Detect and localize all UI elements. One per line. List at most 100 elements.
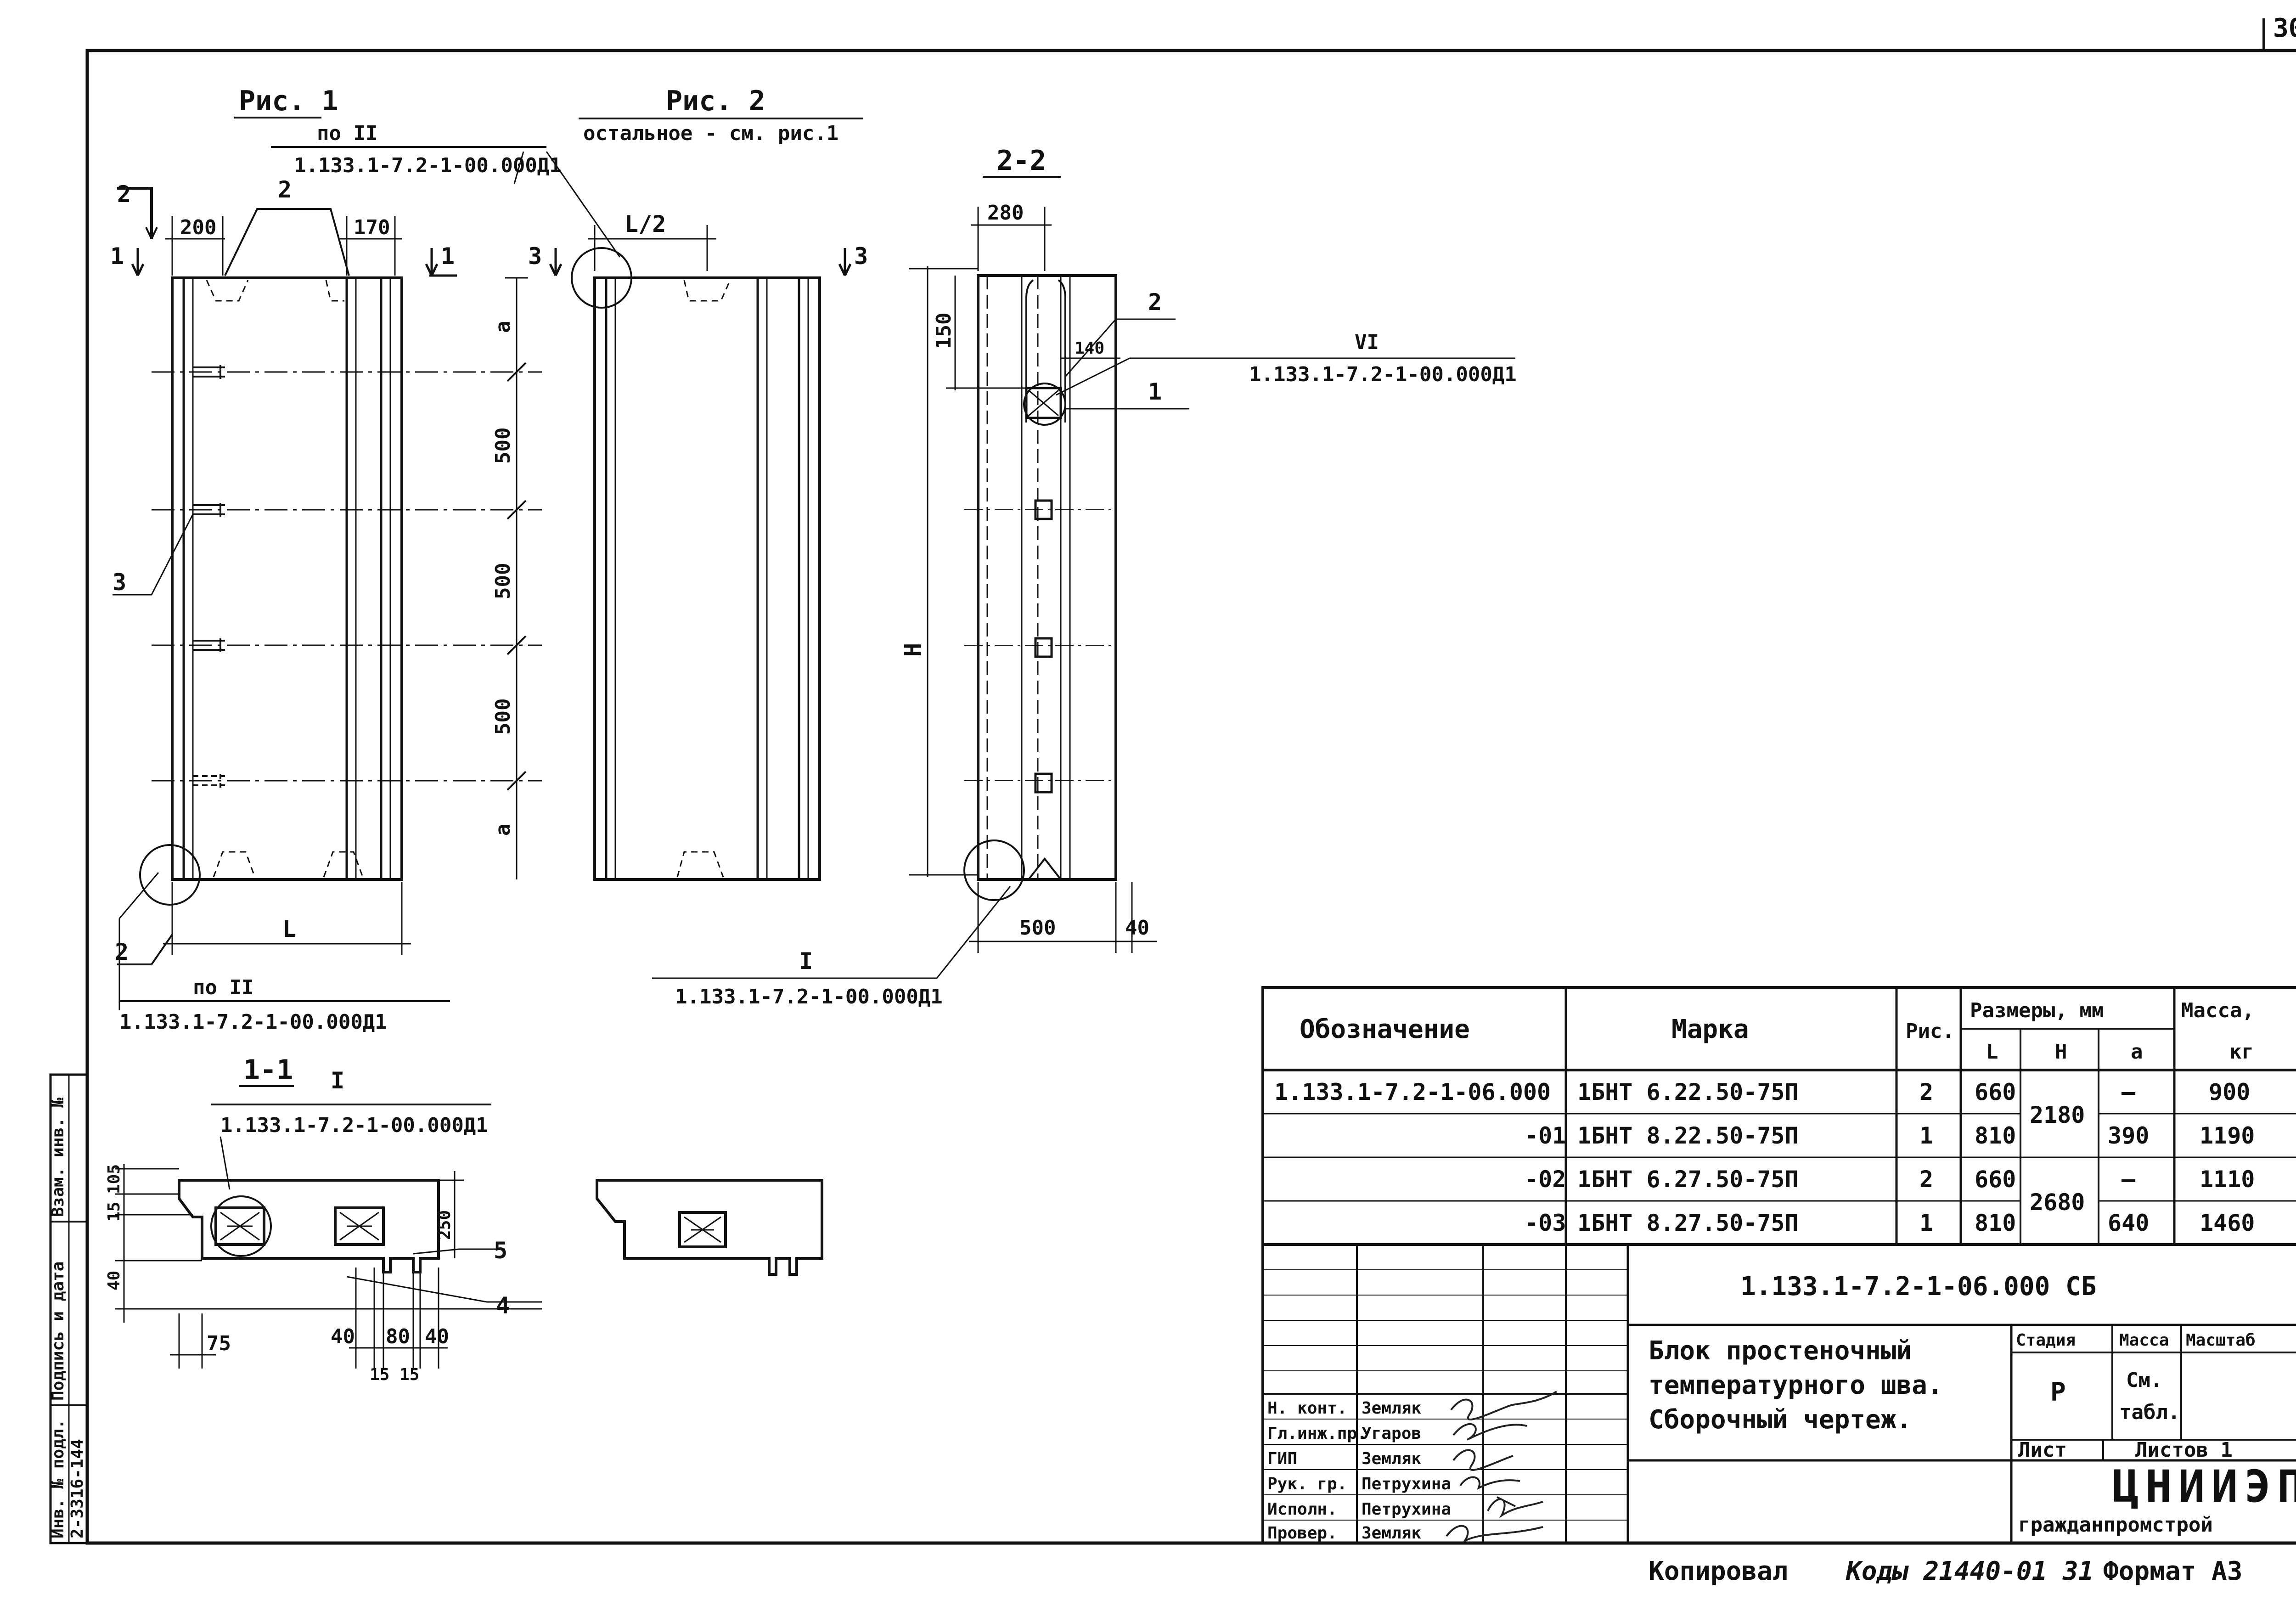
fig1-dim-200: 200: [180, 216, 216, 239]
spec-H-group-1: 2180: [2030, 1102, 2085, 1128]
spec-row: -02 1БНТ 6.27.50-75П 2 660 — 1110: [1525, 1166, 2255, 1193]
fig1-front-view: Рис. 1 по II 1.133.1-7.2-1-00.000Д1: [110, 85, 562, 1034]
spec-cell-oboz: -01: [1525, 1122, 1566, 1149]
spec-cell-marka: 1БНТ 6.27.50-75П: [1577, 1166, 1799, 1193]
staff-row: Провер. Земляк: [1267, 1524, 1421, 1543]
tb-stadia: Р: [2050, 1377, 2066, 1407]
spec-cell-marka: 1БНТ 6.22.50-75П: [1577, 1079, 1799, 1105]
sect11-dim-15: 15: [105, 1202, 124, 1222]
spec-h-ris: Рис.: [1906, 1020, 1954, 1043]
staff-row: Исполн. Петрухина: [1267, 1500, 1451, 1519]
podpis-label: Подпись и дата: [49, 1262, 68, 1401]
title-block: Н. конт. Земляк Гл.инж.пр. Угаров ГИП Зе…: [1261, 1243, 2296, 1544]
fig1-ref-bottom-a: по II: [193, 976, 253, 999]
staff-role: Исполн.: [1267, 1500, 1337, 1519]
tb-massa-1: См.: [2126, 1369, 2162, 1392]
staff-name: Земляк: [1362, 1449, 1421, 1468]
sect11-dim-105: 105: [105, 1164, 124, 1194]
tb-h-massa: Масса: [2119, 1331, 2169, 1350]
spec-row: 1.133.1-7.2-1-06.000 1БНТ 6.22.50-75П 2 …: [1274, 1079, 2250, 1105]
vzam-label: Взам. инв. №: [49, 1098, 68, 1217]
tb-org-1: ЦНИИЭП: [2112, 1461, 2296, 1512]
fig1-dim-L: L: [282, 916, 296, 942]
spec-h-H: H: [2055, 1040, 2067, 1064]
fig1-dim-170: 170: [354, 216, 390, 239]
staff-name: Петрухина: [1362, 1475, 1451, 1493]
sect22-dim-150: 150: [932, 313, 956, 349]
sect22-ref-vi-a: VI: [1355, 331, 1379, 354]
sect22-ref-i-b: 1.133.1-7.2-1-00.000Д1: [675, 985, 943, 1008]
sect22-callout-1: 1: [1148, 378, 1162, 405]
sheet-frame: 30: [85, 13, 2296, 1545]
sect11-dim-80: 80: [386, 1325, 410, 1348]
sect22-title: 2-2: [996, 145, 1046, 177]
sect11-dim-75: 75: [207, 1332, 231, 1355]
footer-format: Формат А3: [2103, 1556, 2242, 1586]
staff-row: ГИП Земляк: [1267, 1449, 1421, 1468]
sect11-callout-4: 4: [496, 1292, 510, 1319]
spec-table: Обозначение Марка Рис. Размеры, мм L H a…: [1261, 986, 2296, 1246]
inv-podl-value: 2-3316-144: [68, 1439, 87, 1538]
footer-code: Коды 21440-01 31: [1846, 1556, 2093, 1586]
footer-copied: Копировал: [1649, 1556, 1788, 1586]
fig2-front-view: Рис. 2 остальное - см. рис.1 L/2 3 3: [528, 85, 868, 881]
fig1-dim-500-1: 500: [491, 428, 515, 464]
fig1-section-2-bottom: 2: [115, 939, 129, 965]
tb-h-stadia: Стадия: [2016, 1331, 2076, 1350]
doc-name-line1: Блок простеночный: [1649, 1336, 1912, 1366]
sheet-number: 30: [2273, 13, 2296, 43]
tb-massa-2: табл.: [2119, 1401, 2180, 1424]
spec-h-kg: кг: [2229, 1040, 2254, 1064]
staff-role: Рук. гр.: [1267, 1475, 1347, 1493]
section-1-1: 1-1 I 1.133.1-7.2-1-00.000Д1 4 5 105 15 …: [105, 1054, 542, 1384]
spec-cell-mass: 900: [2209, 1079, 2250, 1105]
fig2-subtitle: остальное - см. рис.1: [583, 122, 838, 145]
spec-row: -01 1БНТ 8.22.50-75П 1 810 390 1190: [1525, 1122, 2255, 1149]
fig1-dim-500-2: 500: [491, 563, 515, 599]
sect11-dim-40a: 40: [331, 1325, 355, 1348]
staff-role: Н. конт.: [1267, 1399, 1347, 1418]
staff-role: Гл.инж.пр.: [1267, 1424, 1367, 1443]
sect22-callout-2: 2: [1148, 289, 1162, 315]
sect11-dim-250: 250: [435, 1210, 454, 1240]
sect22-dim-40: 40: [1125, 916, 1149, 940]
spec-cell-oboz: -02: [1525, 1166, 1566, 1193]
fig1-section-1-left: 1: [110, 243, 124, 270]
spec-cell-L: 660: [1975, 1166, 2016, 1193]
spec-cell-L: 660: [1975, 1079, 2016, 1105]
spec-cell-ris: 1: [1919, 1122, 1933, 1149]
sect11-ref-a: I: [331, 1067, 344, 1094]
staff-name: Угаров: [1362, 1424, 1421, 1443]
spec-cell-mass: 1110: [2200, 1166, 2255, 1193]
sect22-dim-H: H: [900, 643, 926, 657]
tb-h-masshtab: Масштаб: [2186, 1331, 2256, 1350]
sect11-title: 1-1: [243, 1054, 293, 1086]
sect11-ref-b: 1.133.1-7.2-1-00.000Д1: [220, 1114, 488, 1137]
spec-cell-marka: 1БНТ 8.22.50-75П: [1577, 1122, 1799, 1149]
signatures: [1446, 1391, 1558, 1544]
spec-h-marka: Марка: [1671, 1014, 1749, 1044]
spec-h-oboz: Обозначение: [1300, 1014, 1470, 1044]
spec-cell-a: 640: [2108, 1210, 2149, 1236]
staff-name: Земляк: [1362, 1399, 1421, 1418]
sect22-dim-500: 500: [1019, 916, 1056, 940]
sect11-dim-15a: 15: [370, 1365, 389, 1384]
spec-h-L: L: [1986, 1040, 1998, 1064]
section-2-2: 2-2 280 H 150 140: [652, 145, 1517, 1008]
fig1-callout-3: 3: [113, 569, 126, 596]
staff-name: Земляк: [1362, 1524, 1421, 1543]
spec-cell-mass: 1460: [2200, 1210, 2255, 1236]
fig2-section-3-left: 3: [528, 243, 542, 270]
footer: Копировал Коды 21440-01 31 Формат А3: [1649, 1556, 2242, 1586]
fig1-dim-a-bottom: a: [491, 824, 515, 836]
spec-cell-oboz: 1.133.1-7.2-1-06.000: [1274, 1079, 1551, 1105]
spec-cell-a: —: [2122, 1166, 2136, 1193]
fig1-ref-top-a: по II: [317, 122, 377, 145]
fig1-dim-a-top: a: [491, 321, 515, 333]
sect22-ref-vi-b: 1.133.1-7.2-1-00.000Д1: [1249, 363, 1517, 386]
spec-cell-a: 390: [2108, 1122, 2149, 1149]
staff-role: Провер.: [1267, 1524, 1337, 1543]
tb-org-2: гражданпромстрой: [2018, 1513, 2213, 1537]
spec-cell-a: —: [2122, 1079, 2136, 1105]
fig1-section-1-right: 1: [441, 243, 455, 270]
